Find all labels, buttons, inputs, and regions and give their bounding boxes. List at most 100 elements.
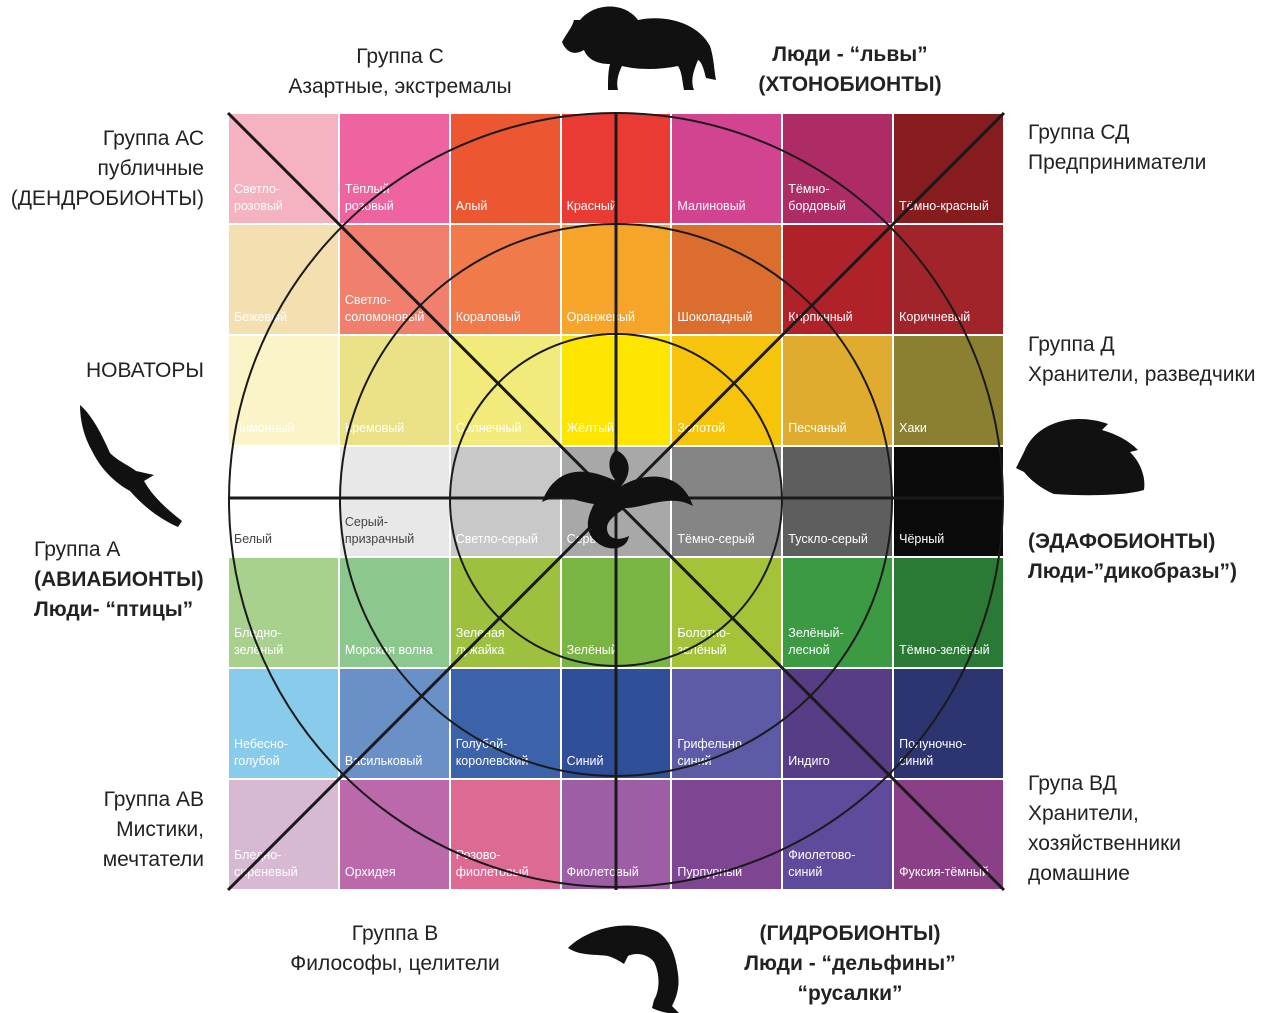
- color-cell: Лимонный: [228, 335, 339, 446]
- color-name: Серый- призрачный: [344, 515, 415, 546]
- color-cell: Малиновый: [671, 113, 783, 224]
- color-name: Тёплый розовый: [344, 182, 394, 213]
- color-name: Васильковый: [344, 754, 423, 768]
- color-cell: Белый: [228, 446, 339, 557]
- color-cell: Алый: [449, 113, 561, 224]
- color-name: Полуночно- синий: [899, 737, 967, 768]
- color-name: Орхидея: [344, 865, 396, 879]
- color-cell: Тускло-серый: [782, 446, 894, 557]
- group-vd-sub1: Хранители,: [1028, 802, 1139, 825]
- edaphobionts-label: (ЭДАФОБИОНТЫ): [1028, 530, 1216, 553]
- color-name: Солнечный: [455, 421, 522, 435]
- color-cell: Зелёный- лесной: [782, 557, 894, 668]
- color-name: Зелёный: [566, 643, 618, 657]
- color-name: Фиолетово- синий: [788, 848, 856, 879]
- color-name: Шоколадный: [677, 310, 753, 324]
- color-cell: Голубой- королевский: [449, 668, 561, 779]
- group-cd-title: Группа СД: [1028, 121, 1130, 144]
- group-vd-title: Група ВД: [1028, 772, 1117, 795]
- color-name: Тёмно-серый: [677, 532, 755, 546]
- color-name: Фиолетовый: [566, 865, 639, 879]
- group-vd-sub2: хозяйственники: [1028, 832, 1181, 855]
- color-name: Небесно- голубой: [234, 737, 289, 768]
- color-cell: Чёрный: [893, 446, 1004, 557]
- color-cell: Тёплый розовый: [338, 113, 450, 224]
- color-name: Тёмно-красный: [899, 199, 989, 213]
- dolphins-label: Люди - “дельфины”: [744, 952, 956, 975]
- porcupine-icon: [1016, 419, 1145, 496]
- color-cell: Пурпурный: [671, 779, 783, 890]
- porcupines-label: Люди-”дикобразы”): [1028, 560, 1238, 583]
- group-ab-sub2: мечтатели: [102, 848, 204, 871]
- color-name: Алый: [455, 199, 488, 213]
- color-name: Чёрный: [899, 532, 945, 546]
- group-d-sub: Хранители, разведчики: [1028, 363, 1256, 386]
- color-name: Оранжевый: [566, 310, 636, 324]
- dolphin-icon: [568, 925, 679, 1013]
- lions-label: Люди - “львы”: [772, 43, 928, 66]
- color-name: Розово- фиолетовый: [455, 848, 529, 879]
- color-name: Песчаный: [788, 421, 847, 435]
- color-cell: Морская волна: [338, 557, 450, 668]
- color-cell: Небесно- голубой: [228, 668, 339, 779]
- color-name: Зелёный- лесной: [788, 626, 844, 657]
- color-cell: Орхидея: [338, 779, 450, 890]
- color-name: Грифельно- синий: [677, 737, 747, 768]
- color-name: Хаки: [899, 421, 927, 435]
- color-name: Светло- соломоновый: [344, 293, 425, 324]
- color-name: Золотой: [677, 421, 726, 435]
- dendrobionts-label: (ДЕНДРОБИОНТЫ): [10, 187, 204, 210]
- color-name: Красный: [566, 199, 617, 213]
- color-name: Синий: [566, 754, 604, 768]
- color-name: Жёлтый: [566, 421, 615, 435]
- group-ab-sub1: Мистики,: [116, 818, 204, 841]
- birds-label: Люди- “птицы”: [34, 598, 194, 621]
- color-name: Болотно- зелёный: [677, 626, 731, 657]
- color-name: Тёмно- бордовый: [788, 182, 846, 213]
- color-name: Коричневый: [899, 310, 971, 324]
- color-name: Лимонный: [234, 421, 295, 435]
- color-cell: Хаки: [893, 335, 1004, 446]
- color-name: Бледно- зелёный: [234, 626, 284, 657]
- color-cell: Тёмно- бордовый: [782, 113, 894, 224]
- color-name: Индиго: [788, 754, 830, 768]
- color-cell: Бледно- зелёный: [228, 557, 339, 668]
- group-d-title: Группа Д: [1028, 333, 1115, 356]
- color-cell: Коричневый: [893, 224, 1004, 335]
- color-cell: Серый- призрачный: [338, 446, 450, 557]
- color-name: Фуксия-тёмный: [899, 865, 989, 879]
- color-cell: Песчаный: [782, 335, 894, 446]
- color-name: Кремовый: [344, 421, 405, 435]
- color-name: Светло- розовый: [234, 182, 283, 213]
- color-cell: Фиолетово- синий: [782, 779, 894, 890]
- color-cell: Кремовый: [338, 335, 450, 446]
- color-name: Малиновый: [677, 199, 746, 213]
- color-cell: Светло-серый: [449, 446, 561, 557]
- group-ab-title: Группа АВ: [103, 788, 204, 811]
- group-c-subtitle: Азартные, экстремалы: [288, 75, 512, 98]
- color-cell: Грифельно- синий: [671, 668, 783, 779]
- innovators-label: НОВАТОРЫ: [86, 359, 204, 382]
- group-cd-sub: Предприниматели: [1028, 151, 1207, 174]
- color-name: Светло-серый: [455, 532, 538, 546]
- group-ac-title: Группа АС: [102, 127, 204, 150]
- color-name: Тускло-серый: [788, 532, 868, 546]
- dragon-icon: [542, 450, 693, 549]
- mermaids-label: “русалки”: [797, 982, 903, 1005]
- lion-icon: [562, 6, 716, 90]
- color-cell: Кораловый: [449, 224, 561, 335]
- group-b-title: Группа В: [351, 922, 439, 945]
- hydrobionts-label: (ГИДРОБИОНТЫ): [759, 922, 941, 945]
- color-name: Тёмно-зелёный: [899, 643, 990, 657]
- aviabionts-label: (АВИАБИОНТЫ): [34, 568, 204, 591]
- chthonobionts-label: (ХТОНОБИОНТЫ): [758, 73, 942, 96]
- color-cell: Полуночно- синий: [893, 668, 1004, 779]
- group-a-title: Группа А: [34, 538, 121, 561]
- color-name: Кораловый: [455, 310, 521, 324]
- color-name: Зеленая лужайка: [455, 626, 505, 657]
- color-name: Белый: [234, 532, 273, 546]
- group-c-title: Группа С: [356, 45, 444, 68]
- color-name: Пурпурный: [677, 865, 743, 879]
- eagle-icon: [80, 405, 182, 527]
- group-b-sub: Философы, целители: [290, 952, 500, 975]
